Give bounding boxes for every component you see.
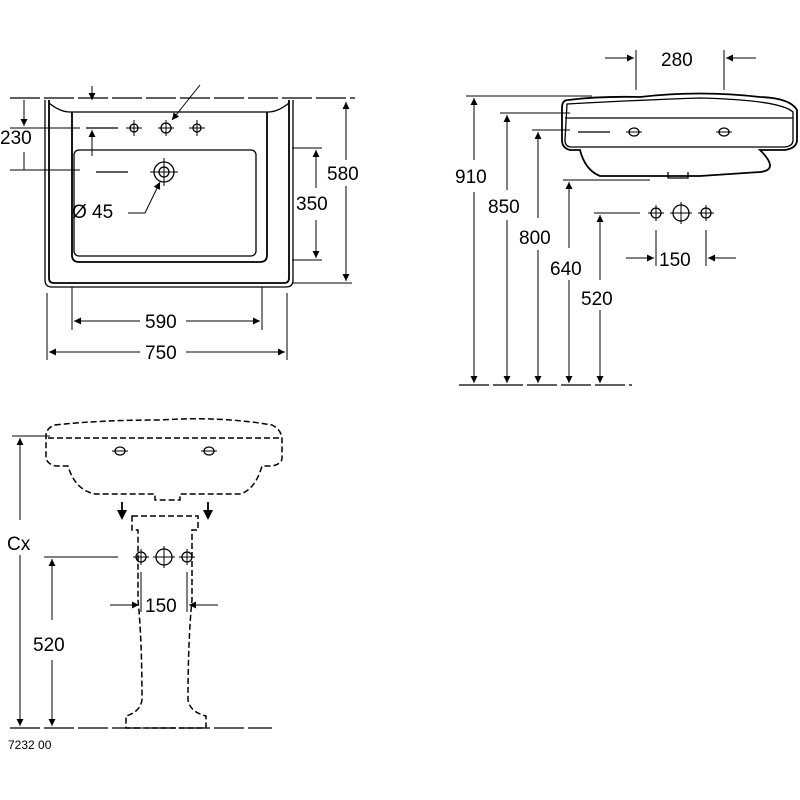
waste-outlet-icon (150, 158, 178, 186)
pedestal-supply-center-icon (153, 546, 175, 568)
down-arrow-right-icon (203, 502, 213, 520)
pedestal-outline (125, 515, 207, 729)
dim-150-side-label: 150 (659, 250, 691, 271)
dim-350-label: 350 (296, 194, 328, 215)
pedestal-tap-hole-right-icon (201, 446, 217, 456)
dim-750-label: 750 (145, 343, 177, 364)
dim-640-label: 640 (550, 259, 582, 280)
pedestal-supply-right-icon (179, 549, 195, 565)
side-basin-outline (561, 92, 798, 177)
supply-hole-right-icon (698, 205, 714, 221)
side-view: 280 910 850 800 640 520 (455, 50, 798, 386)
inner-bowl (71, 112, 268, 263)
basin-outline (48, 100, 290, 284)
top-view: Ø 45 230 350 580 590 750 (0, 84, 359, 364)
dim-520-side-label: 520 (581, 289, 613, 310)
product-code: 7232 00 (8, 738, 52, 752)
pedestal-supply-left-icon (133, 549, 149, 565)
pedestal-basin-outline (45, 418, 283, 501)
pedestal-view: Cx 520 150 (7, 418, 283, 729)
dim-800-label: 800 (519, 228, 551, 249)
side-tap-hole-left-icon (626, 127, 642, 137)
pedestal-tap-hole-left-icon (112, 446, 128, 456)
tap-hole-center-icon (158, 120, 174, 136)
dim-280-label: 280 (661, 50, 693, 71)
down-arrow-left-icon (117, 502, 127, 520)
bowl-floor (73, 149, 257, 257)
dim-230-label: 230 (0, 128, 32, 149)
dim-150-pedestal-label: 150 (145, 596, 177, 617)
dim-590-label: 590 (145, 312, 177, 333)
dim-520-pedestal-label: 520 (33, 635, 65, 656)
dim-910-label: 910 (455, 167, 487, 188)
supply-hole-center-icon (670, 202, 692, 224)
waste-diameter-label: Ø 45 (72, 202, 113, 223)
dim-cx-label: Cx (7, 534, 31, 555)
supply-hole-left-icon (648, 205, 664, 221)
tap-hole-right-icon (189, 120, 205, 136)
dim-850-label: 850 (488, 197, 520, 218)
side-tap-hole-right-icon (716, 127, 732, 137)
tap-hole-left-icon (126, 120, 142, 136)
dim-580-label: 580 (327, 164, 359, 185)
